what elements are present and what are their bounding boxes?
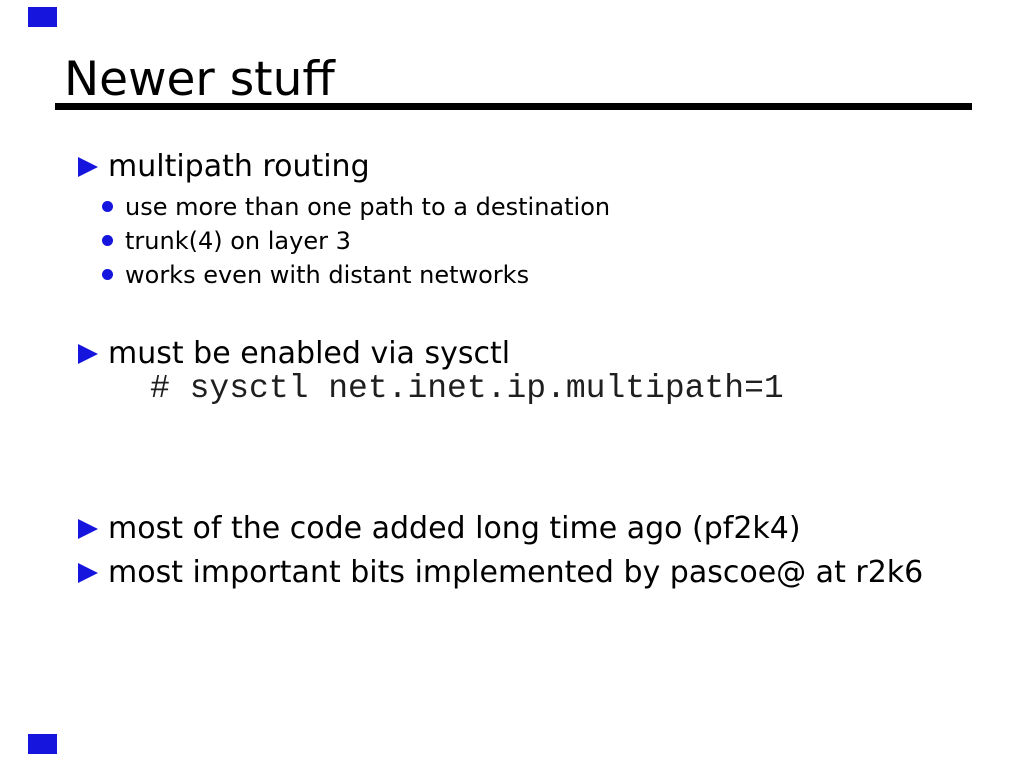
bullet-dot-icon <box>102 269 113 280</box>
sub-bullet-text: use more than one path to a destination <box>125 193 611 221</box>
sub-bullet-item-works-even: works even with distant networks <box>102 258 529 292</box>
slide-corner-marker-top <box>28 7 57 27</box>
slide-corner-marker-bottom <box>28 734 57 754</box>
bullet-item-pf2k4: most of the code added long time ago (pf… <box>78 510 801 548</box>
bullet-triangle-icon <box>78 157 98 177</box>
sub-bullet-text: works even with distant networks <box>125 261 530 289</box>
bullet-triangle-icon <box>78 519 98 539</box>
bullet-dot-icon <box>102 235 113 246</box>
bullet-text: most of the code added long time ago (pf… <box>108 511 801 546</box>
bullet-item-multipath: multipath routing <box>78 148 370 186</box>
sub-bullet-text: trunk(4) on layer 3 <box>125 227 351 255</box>
sub-bullet-item-use-more: use more than one path to a destination <box>102 190 610 224</box>
bullet-item-pascoe: most important bits implemented by pasco… <box>78 552 923 594</box>
bullet-triangle-icon <box>78 563 98 583</box>
sub-bullet-item-trunk: trunk(4) on layer 3 <box>102 224 351 258</box>
title-underline <box>55 103 972 110</box>
bullet-item-sysctl: must be enabled via sysctl <box>78 335 510 373</box>
bullet-text: most important bits implemented by pasco… <box>108 555 924 590</box>
bullet-text: multipath routing <box>108 149 370 184</box>
slide-title: Newer stuff <box>64 52 335 107</box>
bullet-text: must be enabled via sysctl <box>108 336 511 371</box>
bullet-dot-icon <box>102 201 113 212</box>
bullet-triangle-icon <box>78 344 98 364</box>
sysctl-command-text: # sysctl net.inet.ip.multipath=1 <box>150 370 784 407</box>
